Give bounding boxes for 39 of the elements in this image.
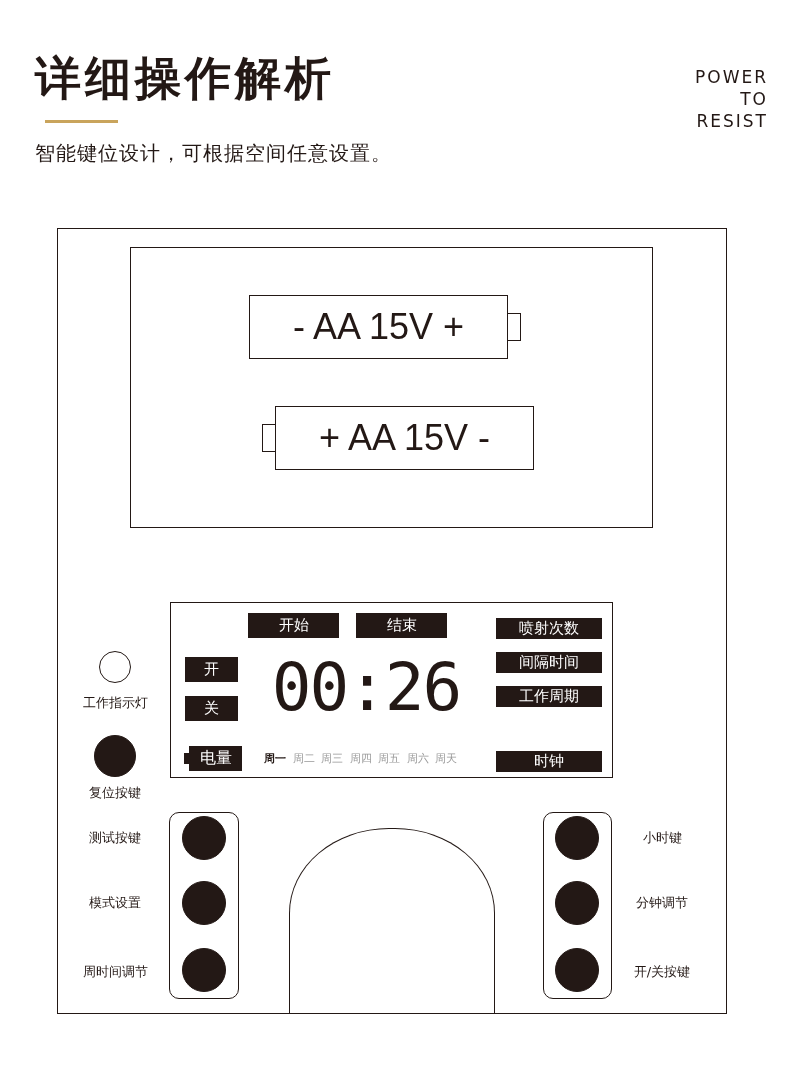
button-label: 工作指示灯 [81, 694, 149, 712]
round-button [182, 948, 226, 992]
battery-body: - AA 15V + [249, 295, 508, 359]
time-digits: 00:26 [270, 648, 462, 728]
button-label: 开/关按键 [632, 963, 692, 981]
lcd-segment-label: 开 [185, 657, 238, 682]
battery-level-label: 电量 [189, 746, 242, 771]
round-button [94, 735, 136, 777]
button-label: 小时键 [641, 829, 683, 847]
battery-body: + AA 15V - [275, 406, 534, 470]
weekday-label: 周二 [292, 751, 315, 766]
lcd-segment-label: 喷射次数 [496, 618, 602, 639]
round-button [182, 816, 226, 860]
lcd-segment-label: 工作周期 [496, 686, 602, 707]
lcd-segment-label: 关 [185, 696, 238, 721]
round-button [555, 881, 599, 925]
weekday-label: 周四 [349, 751, 372, 766]
button-label: 模式设置 [88, 894, 142, 912]
round-button [555, 816, 599, 860]
weekday-label: 周六 [406, 751, 429, 766]
lcd-segment-label: 结束 [356, 613, 447, 638]
lcd-screen [170, 602, 613, 778]
weekday-label: 周一 [264, 751, 286, 766]
button-label: 周时间调节 [81, 963, 149, 981]
button-label: 分钟调节 [635, 894, 689, 912]
indicator-light [99, 651, 131, 683]
lcd-segment-label: 间隔时间 [496, 652, 602, 673]
slogan-text: POWER TO RESIST [694, 66, 768, 132]
title: 详细操作解析 [35, 50, 335, 107]
weekday-label: 周五 [378, 751, 400, 766]
button-label: 复位按键 [88, 784, 142, 802]
button-label: 测试按键 [88, 829, 142, 847]
round-button [182, 881, 226, 925]
lcd-segment-label: 时钟 [496, 751, 602, 772]
arch-opening [289, 828, 495, 1014]
round-button [555, 948, 599, 992]
weekday-label: 周天 [435, 751, 457, 766]
lcd-segment-label: 开始 [248, 613, 339, 638]
caption-text: 智能键位设计，可根据空间任意设置。 [35, 140, 392, 167]
